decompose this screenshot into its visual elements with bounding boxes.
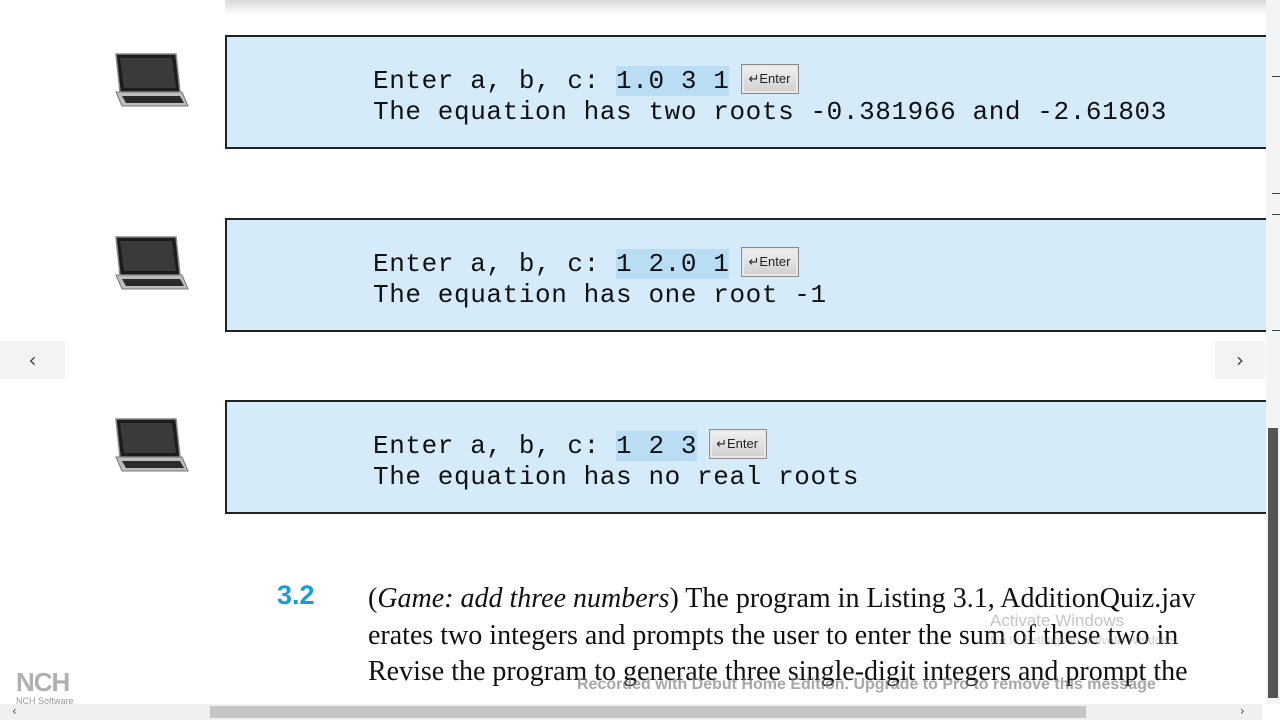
console-input-line: Enter a, b, c: 1 2 3 ↵Enter <box>373 429 768 462</box>
nch-logo-name: NCH Software <box>16 696 74 706</box>
console-input-line: Enter a, b, c: 1 2.0 1 ↵Enter <box>373 247 800 280</box>
scroll-right-arrow-icon[interactable]: › <box>1240 704 1245 718</box>
console-result-line: The equation has one root -1 <box>373 280 827 310</box>
console-user-input: 1 2.0 1 <box>616 249 730 279</box>
scroll-marker <box>1272 76 1280 77</box>
chevron-left-icon: ‹ <box>28 348 37 372</box>
console-output-box: Enter a, b, c: 1 2.0 1 ↵Enter The equatio… <box>225 218 1280 332</box>
scroll-marker <box>1272 214 1280 215</box>
scroll-marker <box>1272 193 1280 194</box>
exercise-title: Game: add three numbers <box>377 583 670 614</box>
recording-watermark: Recorded with Debut Home Edition. Upgrad… <box>577 676 1156 693</box>
console-input-line: Enter a, b, c: 1.0 3 1 ↵Enter <box>373 64 800 97</box>
exercise-line-3: Revise the program to generate three sin… <box>368 656 1188 687</box>
console-prompt: Enter a, b, c: <box>373 66 617 96</box>
vertical-scrollbar-thumb[interactable] <box>1268 428 1278 698</box>
activate-windows-subtitle: Go to Settings to activate Windows. <box>990 633 1180 647</box>
console-output-box: Enter a, b, c: 1.0 3 1 ↵Enter The equatio… <box>225 35 1280 149</box>
console-user-input: 1.0 3 1 <box>616 66 730 96</box>
laptop-icon <box>115 53 189 107</box>
console-result-line: The equation has no real roots <box>373 462 860 492</box>
enter-key-icon: ↵Enter <box>741 247 800 278</box>
console-prompt: Enter a, b, c: <box>373 431 617 461</box>
previous-page-button[interactable]: ‹ <box>0 341 65 379</box>
activate-windows-title: Activate Windows <box>990 611 1125 630</box>
console-user-input: 1 2 3 <box>616 431 698 461</box>
enter-key-icon: ↵Enter <box>709 429 768 460</box>
exercise-line-2: erates two integers and prompts the user… <box>368 620 1179 651</box>
nch-logo: NCH NCH Software <box>16 668 74 706</box>
exercise-number: 3.2 <box>277 580 315 610</box>
exercise-line-1-text: The program in Listing 3.1, AdditionQuiz… <box>678 583 1196 614</box>
scroll-marker <box>1272 330 1280 331</box>
console-result-line: The equation has two roots -0.381966 and… <box>373 97 1167 127</box>
console-output-box: Enter a, b, c: 1 2 3 ↵Enter The equation … <box>225 400 1280 514</box>
exercise-line-1: (Game: add three numbers) The program in… <box>368 583 1196 614</box>
page-top-edge <box>225 0 1275 14</box>
enter-key-label: Enter <box>759 71 791 87</box>
scroll-left-arrow-icon[interactable]: ‹ <box>12 704 17 718</box>
next-page-button[interactable]: › <box>1215 341 1265 379</box>
console-prompt: Enter a, b, c: <box>373 249 617 279</box>
nch-logo-mark: NCH <box>16 667 70 697</box>
enter-key-label: Enter <box>726 436 759 452</box>
horizontal-scrollbar-thumb[interactable] <box>210 706 1086 718</box>
enter-key-label: Enter <box>759 254 791 270</box>
enter-key-icon: ↵Enter <box>741 64 800 95</box>
chevron-right-icon: › <box>1236 348 1244 372</box>
laptop-icon <box>115 236 189 290</box>
laptop-icon <box>115 418 189 472</box>
